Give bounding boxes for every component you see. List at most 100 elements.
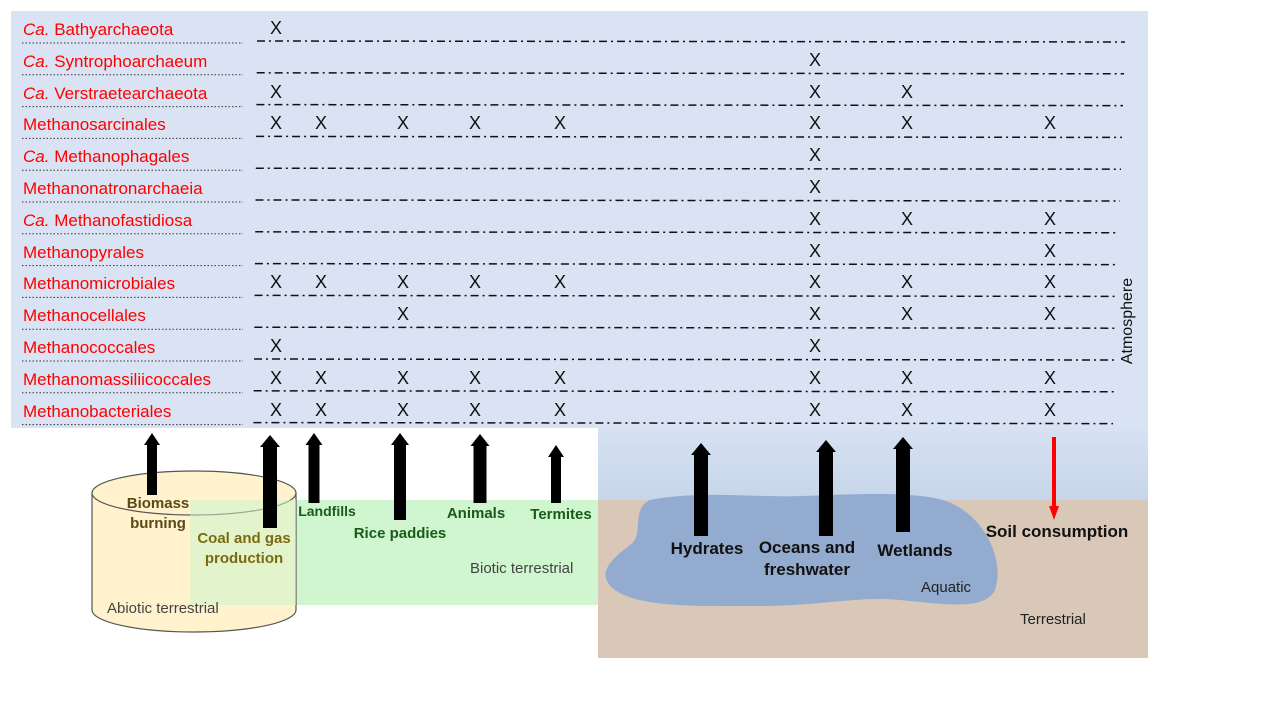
aquatic-sky-band (598, 428, 1148, 500)
biotic-overlap (190, 500, 296, 605)
taxon-name: Methanococcales (23, 338, 156, 357)
source-label: Termites (530, 506, 592, 523)
occurrence-mark: X (809, 240, 822, 261)
taxon-label: Methanococcales (23, 338, 155, 358)
row-dashdot-line (253, 358, 1116, 361)
occurrence-mark: X (315, 399, 328, 420)
taxon-name: Verstraetearchaeota (54, 83, 208, 103)
arrow-head (470, 434, 490, 446)
occurrence-mark: X (901, 399, 914, 420)
occurrence-mark: X (809, 399, 822, 420)
row-dashdot-line (254, 326, 1117, 329)
occurrence-mark: X (901, 81, 914, 102)
taxon-label: Ca. Methanofastidiosa (23, 211, 192, 231)
arrow-head (305, 433, 323, 445)
occurrence-mark: X (397, 304, 410, 325)
occurrence-mark: X (809, 208, 822, 229)
occurrence-mark: X (809, 113, 822, 134)
arrow-head (816, 440, 836, 452)
row-dashdot-line (255, 199, 1121, 202)
occurrence-mark: X (1044, 113, 1057, 134)
taxon-label: Ca. Syntrophoarchaeum (23, 52, 207, 72)
row-dashdot-line (256, 135, 1123, 139)
source-label: Animals (446, 505, 506, 522)
taxon-name: Methanobacteriales (23, 401, 172, 421)
taxon-prefix: Ca. (23, 20, 50, 39)
row-dashdot-line (256, 103, 1124, 107)
terrestrial-label: Terrestrial (1020, 611, 1086, 628)
taxon-label: Ca. Methanophagales (23, 147, 189, 167)
atmosphere-panel (11, 11, 1148, 428)
occurrence-mark: X (270, 367, 283, 388)
occurrence-mark: X (1044, 304, 1057, 325)
taxon-label: Ca. Verstraetearchaeota (23, 84, 207, 104)
taxon-name: Methanocellales (23, 306, 146, 326)
occurrence-mark: X (469, 113, 482, 134)
occurrence-mark: X (315, 272, 328, 293)
taxon-prefix: Ca. (23, 147, 50, 167)
occurrence-mark: X (809, 145, 822, 166)
occurrence-mark: X (901, 208, 914, 229)
atmosphere-label: Atmosphere (1119, 277, 1136, 365)
flux-arrow (470, 434, 490, 503)
source-label: Wetlands (877, 541, 953, 560)
flux-arrow (691, 443, 711, 536)
source-label: Rice paddies (353, 525, 447, 542)
flux-arrow (391, 433, 409, 520)
taxon-label: Methanopyrales (23, 243, 144, 263)
arrow-head (1049, 506, 1059, 520)
taxon-prefix: Ca. (23, 51, 50, 71)
taxon-prefix: Ca. (23, 210, 50, 230)
arrow-head (144, 433, 160, 445)
taxon-name: Methanomicrobiales (23, 274, 176, 294)
occurrence-mark: X (397, 399, 410, 420)
taxon-label: Methanomassiliicoccales (23, 370, 211, 390)
occurrence-mark: X (809, 177, 822, 197)
arrow-head (548, 445, 564, 457)
taxon-label: Methanomicrobiales (23, 274, 175, 294)
flux-arrow (816, 440, 836, 536)
occurrence-mark: X (469, 399, 482, 420)
flux-arrow (893, 437, 913, 532)
occurrence-mark: X (809, 336, 822, 356)
occurrence-mark: X (397, 367, 410, 388)
taxon-name: Methanofastidiosa (54, 210, 193, 230)
occurrence-mark: X (315, 367, 328, 388)
occurrence-mark: X (270, 399, 283, 420)
occurrence-mark: X (554, 399, 567, 420)
taxon-label: Methanosarcinales (23, 115, 166, 135)
flux-arrow (548, 445, 564, 503)
occurrence-mark: X (270, 272, 283, 293)
occurrence-mark: X (901, 272, 914, 293)
row-dashdot-line (254, 262, 1119, 266)
occurrence-mark: X (809, 367, 822, 388)
row-dashdot-line (254, 294, 1118, 298)
occurrence-mark: X (397, 113, 410, 134)
taxon-prefix: Ca. (23, 83, 50, 103)
occurrence-mark: X (270, 81, 283, 102)
occurrence-mark: X (554, 367, 567, 388)
occurrence-mark: X (901, 367, 914, 388)
source-label: Soil consumption (985, 522, 1129, 541)
occurrence-mark: X (1044, 272, 1057, 293)
occurrence-mark: X (901, 113, 914, 134)
taxon-label: Methanocellales (23, 306, 146, 326)
occurrence-mark: X (1044, 367, 1057, 388)
taxon-name: Methanomassiliicoccales (23, 369, 212, 389)
occurrence-mark: X (270, 18, 283, 38)
arrow-head (691, 443, 711, 455)
occurrence-mark: X (469, 272, 482, 293)
occurrence-mark: X (270, 336, 283, 356)
row-dashdot-line (253, 421, 1114, 425)
taxon-label: Methanobacteriales (23, 402, 171, 422)
taxon-name: Methanopyrales (23, 242, 144, 262)
abiotic-terrestrial-label: Abiotic terrestrial (107, 600, 219, 617)
flux-arrow (144, 433, 160, 495)
taxon-label: Methanonatronarchaeia (23, 179, 203, 199)
flux-arrow (305, 433, 323, 503)
taxon-name: Methanophagales (54, 147, 190, 167)
occurrence-mark: X (809, 81, 822, 102)
